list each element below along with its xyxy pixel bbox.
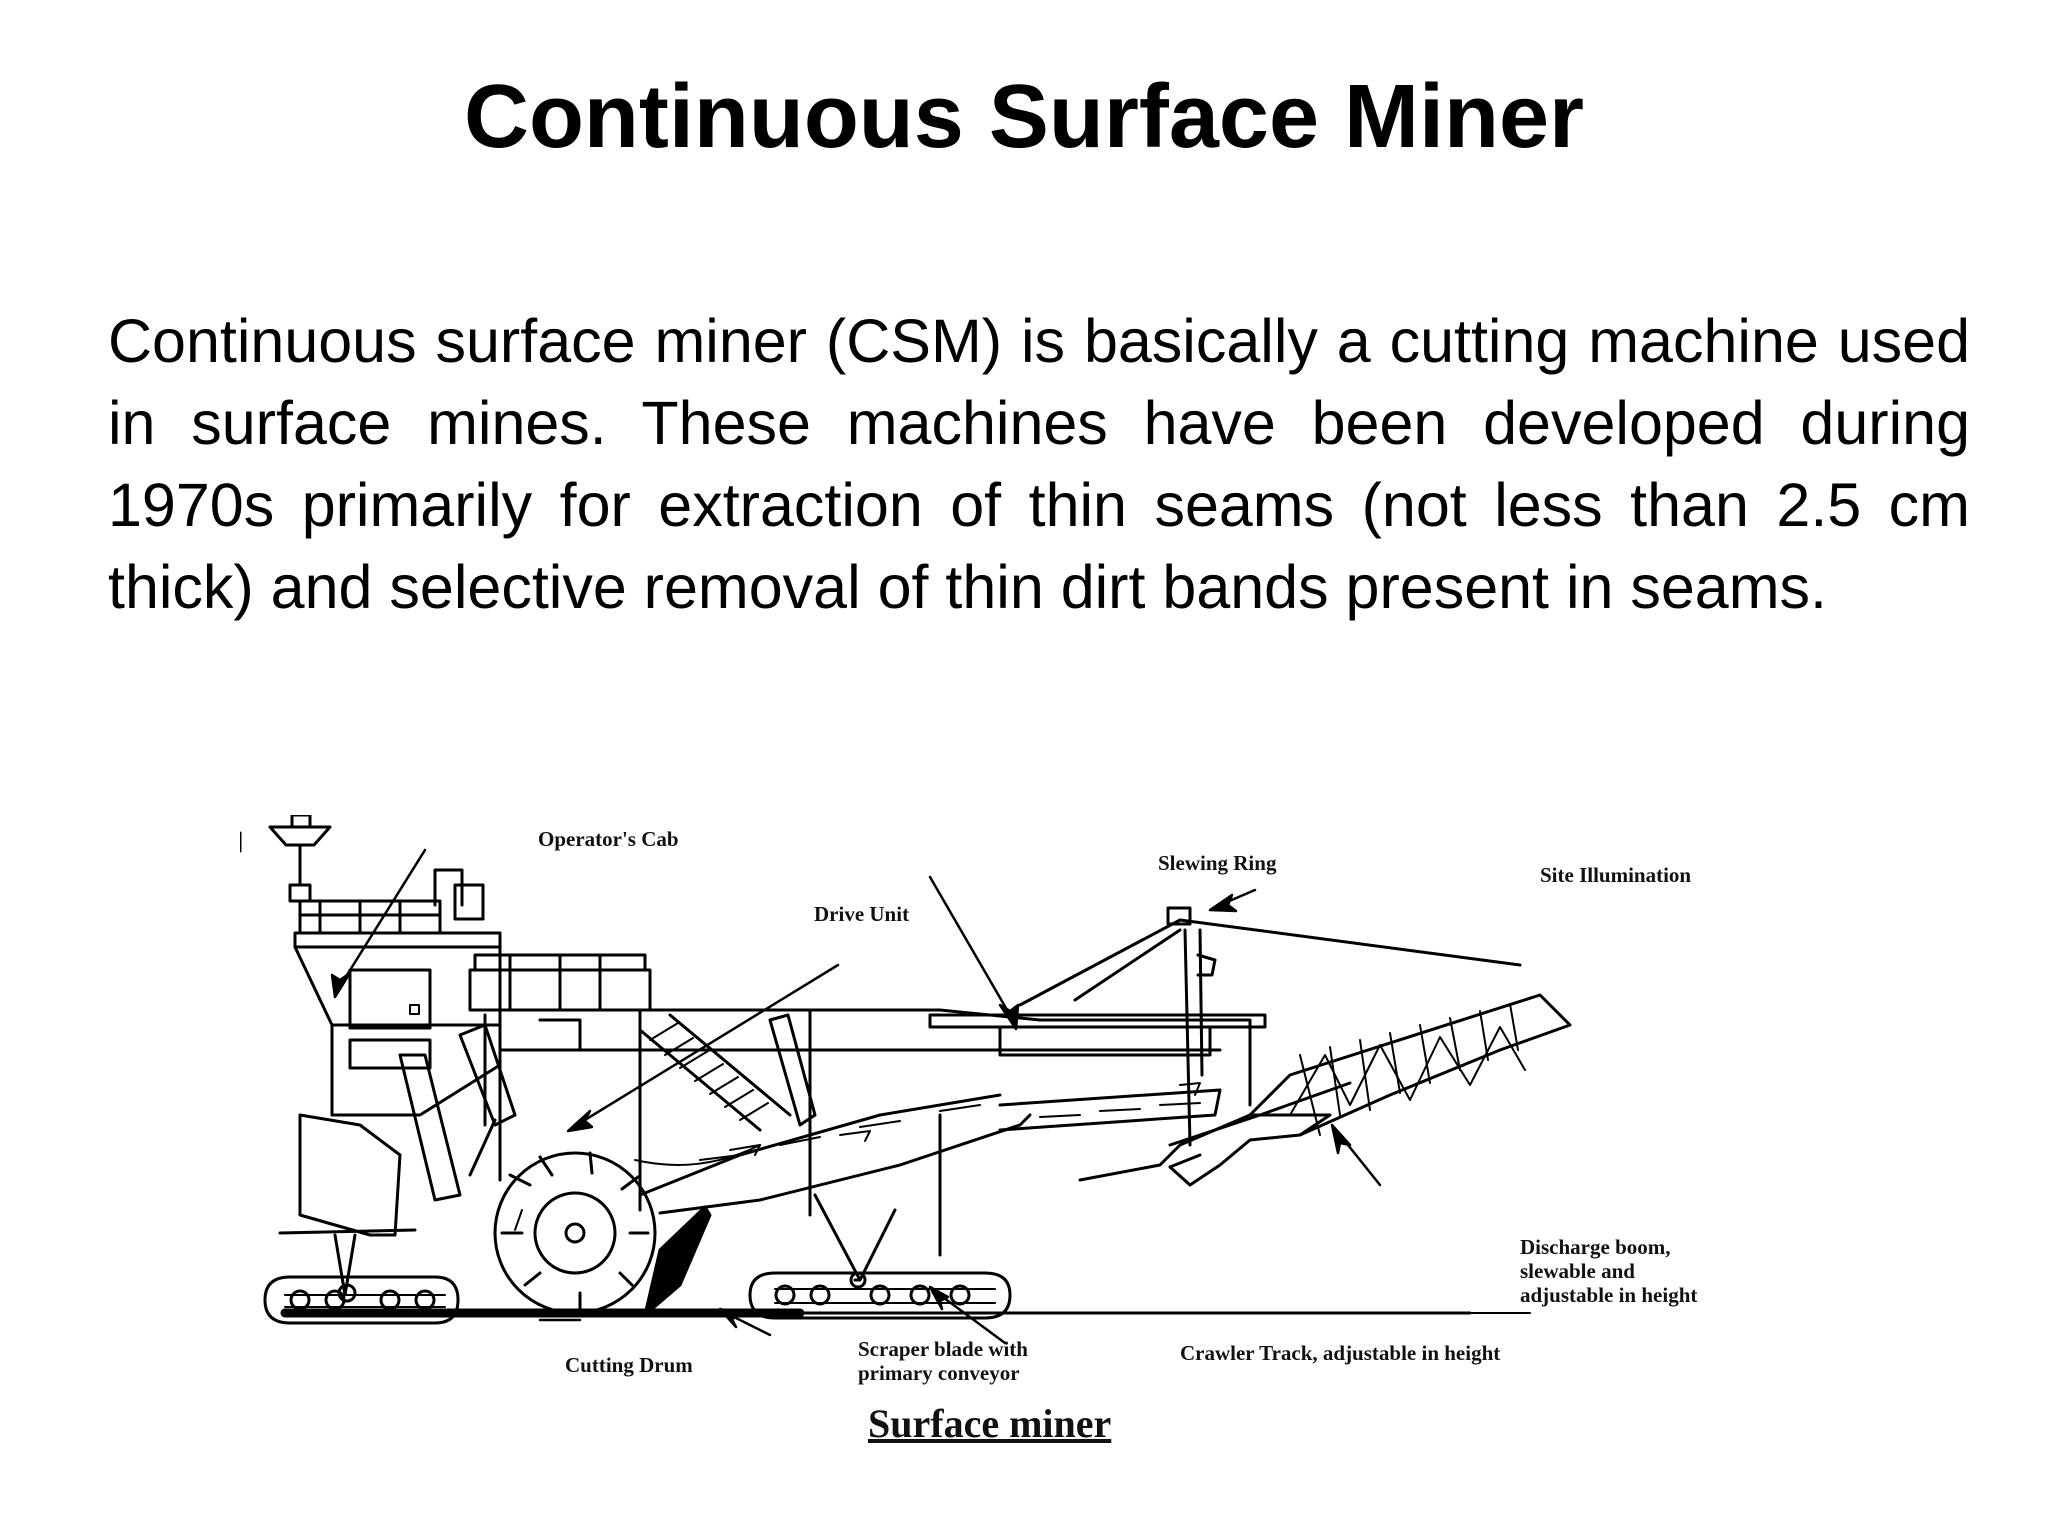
- label-operators-cab: Operator's Cab: [538, 827, 679, 851]
- figure-caption: Surface miner: [868, 1401, 1112, 1446]
- surface-miner-figure: Operator's Cab Slewing Ring Site Illumin…: [240, 815, 1780, 1460]
- page-title: Continuous Surface Miner: [463, 67, 1585, 167]
- label-discharge-boom: Discharge boom, slewable and adjustable …: [1520, 1235, 1698, 1307]
- label-crawler-track: Crawler Track, adjustable in height: [1180, 1341, 1501, 1365]
- label-slewing-ring: Slewing Ring: [1158, 851, 1277, 875]
- label-site-illumination: Site Illumination: [1540, 863, 1692, 887]
- label-cutting-drum: Cutting Drum: [565, 1353, 693, 1377]
- label-drive-unit: Drive Unit: [814, 902, 910, 926]
- surface-miner-diagram: [240, 815, 1572, 1345]
- label-scraper-blade: Scraper blade with primary conveyor: [858, 1337, 1028, 1385]
- body-paragraph: Continuous surface miner (CSM) is basica…: [108, 307, 1970, 621]
